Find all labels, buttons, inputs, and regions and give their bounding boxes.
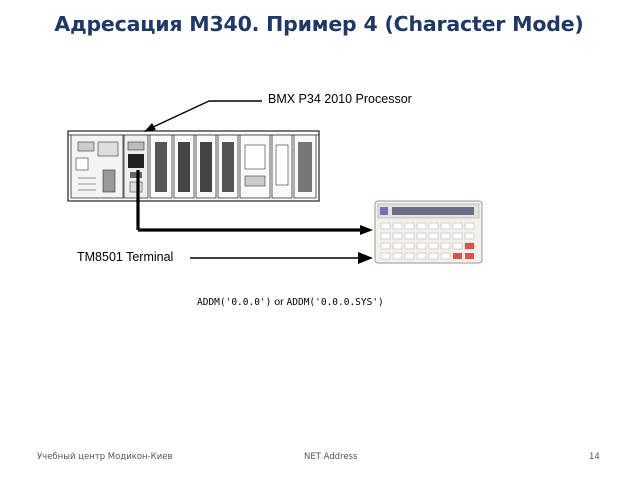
processor-module: [123, 134, 149, 199]
power-supply-module: [70, 134, 124, 199]
processor-arrow: [144, 100, 262, 132]
formula-part2: ADDM('0.0.0.SYS'): [286, 297, 384, 308]
plc-rack: [67, 130, 320, 202]
footer-topic: NET Address: [304, 452, 358, 462]
addm-formula: ADDM('0.0.0') or ADDM('0.0.0.SYS'): [197, 296, 384, 308]
formula-connector: or: [271, 296, 287, 308]
formula-part1: ADDM('0.0.0'): [197, 297, 272, 308]
terminal-label: TM8501 Terminal: [77, 250, 174, 264]
page-number: 14: [589, 452, 600, 462]
slide-title: Адресация М340. Пример 4 (Character Mode…: [54, 12, 584, 36]
cable-line: [136, 170, 373, 235]
processor-label: BMX P34 2010 Processor: [268, 92, 412, 106]
tm8501-terminal: [374, 200, 483, 264]
io-modules: [149, 134, 317, 199]
footer-organization: Учебный центр Модикон-Киев: [37, 452, 173, 462]
terminal-arrow: [190, 252, 373, 264]
